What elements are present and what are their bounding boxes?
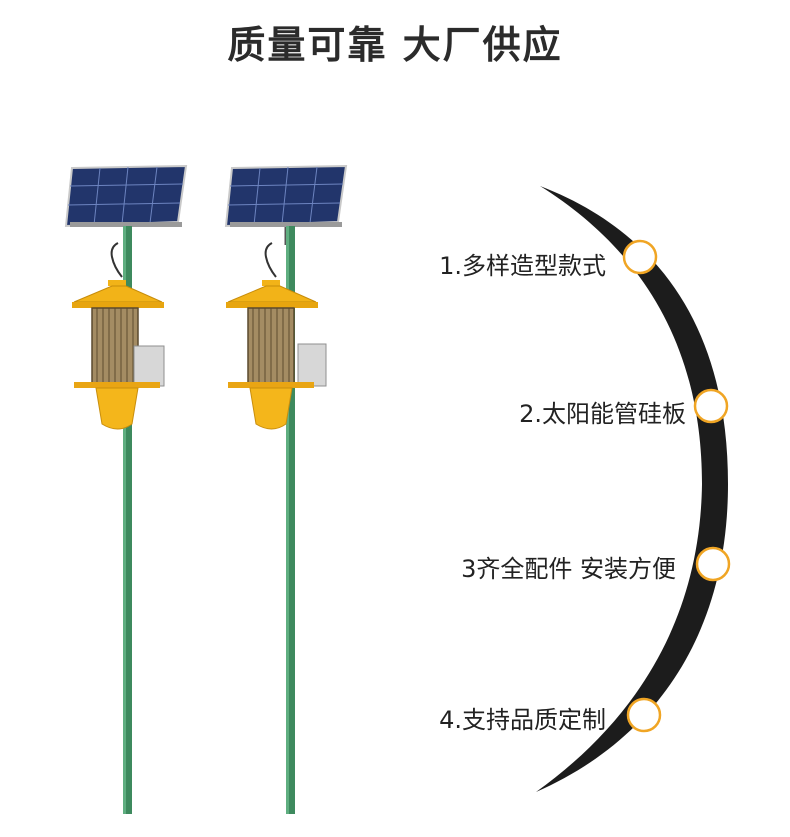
control-box — [133, 345, 165, 387]
page-title: 质量可靠 大厂供应 — [227, 23, 563, 67]
marker-1 — [622, 239, 658, 275]
feature-1: 1.多样造型款式 — [439, 252, 606, 280]
lamp-cap — [226, 280, 318, 308]
control-box — [297, 343, 327, 387]
marker-2 — [693, 388, 729, 424]
feature-markers — [622, 239, 731, 733]
marker-4 — [626, 697, 662, 733]
feature-4: 4.支持品质定制 — [439, 706, 606, 734]
feature-2: 2.太阳能管硅板 — [519, 400, 686, 428]
solar-insect-lamp-right — [224, 164, 348, 814]
collector-funnel — [228, 382, 314, 430]
lamp-cap — [72, 280, 164, 308]
solar-panel — [64, 164, 188, 228]
solar-panel — [224, 164, 348, 228]
pole — [286, 226, 295, 814]
pole — [123, 226, 132, 814]
crescent-arc — [536, 186, 728, 792]
collector-funnel — [74, 382, 160, 430]
feature-3: 3齐全配件 安装方便 — [461, 555, 676, 583]
solar-insect-lamp-left — [64, 164, 188, 814]
lamp-cage — [91, 307, 139, 385]
marker-3 — [695, 546, 731, 582]
